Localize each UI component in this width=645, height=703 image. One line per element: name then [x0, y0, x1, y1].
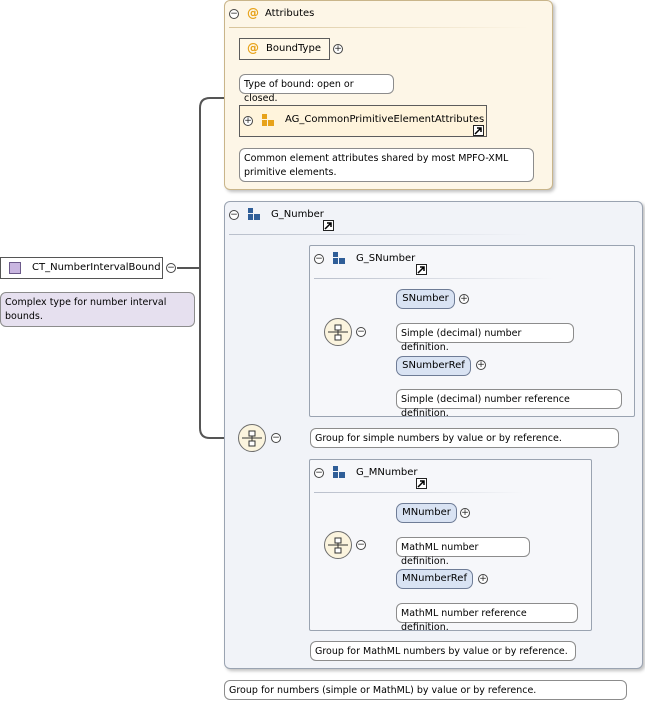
jump-arrow-icon[interactable] — [416, 478, 427, 489]
collapse-icon[interactable]: − — [314, 468, 324, 478]
element-doc: MathML number definition. — [396, 537, 530, 567]
attribute-boundtype[interactable]: @ BoundType — [239, 38, 330, 60]
expand-plus-icon[interactable]: + — [478, 574, 488, 584]
group-title: G_SNumber — [356, 253, 416, 264]
jump-arrow-icon[interactable] — [323, 220, 334, 231]
collapse-icon[interactable]: − — [314, 254, 324, 264]
attribute-name: BoundType — [266, 43, 321, 54]
element-doc: Simple (decimal) number definition. — [396, 323, 574, 353]
divider — [229, 27, 529, 28]
at-sign-icon: @ — [247, 41, 259, 55]
group-title: G_Number — [271, 209, 324, 220]
attributes-title: Attributes — [265, 8, 315, 19]
expand-plus-icon[interactable]: + — [333, 44, 343, 54]
divider — [314, 492, 524, 493]
attribute-doc: Type of bound: open or closed. — [239, 74, 394, 104]
group-doc: Group for simple numbers by value or by … — [310, 428, 619, 448]
group-icon — [333, 466, 346, 479]
collapse-icon[interactable]: − — [271, 433, 281, 443]
complex-type-doc: Complex type for number interval bounds. — [0, 292, 195, 327]
expand-plus-icon[interactable]: + — [476, 360, 486, 370]
attribute-group-icon — [262, 114, 275, 127]
group-doc: Group for MathML numbers by value or by … — [310, 641, 576, 661]
group-icon — [248, 208, 261, 221]
sequence-compositor-icon[interactable] — [238, 424, 266, 452]
attribute-group-name: AG_CommonPrimitiveElementAttributes — [285, 114, 485, 125]
element-snumber[interactable]: SNumber — [396, 289, 455, 309]
collapse-icon[interactable]: − — [356, 540, 366, 550]
sequence-compositor-icon[interactable] — [324, 318, 352, 346]
divider — [229, 234, 529, 235]
collapse-icon[interactable]: − — [356, 327, 366, 337]
complex-type-node[interactable]: CT_NumberIntervalBound — [0, 257, 163, 279]
collapse-icon[interactable]: − — [229, 9, 239, 19]
complex-type-icon — [9, 262, 21, 274]
at-sign-icon: @ — [247, 6, 259, 20]
expand-plus-icon[interactable]: + — [459, 294, 469, 304]
expand-plus-icon[interactable]: + — [243, 116, 253, 126]
element-doc: Simple (decimal) number reference defini… — [396, 389, 622, 419]
element-mnumber[interactable]: MNumber — [396, 503, 457, 523]
complex-type-name: CT_NumberIntervalBound — [32, 262, 161, 273]
group-title: G_MNumber — [356, 467, 418, 478]
divider — [314, 278, 554, 279]
jump-arrow-icon[interactable] — [473, 125, 484, 136]
collapse-icon[interactable]: − — [229, 210, 239, 220]
element-snumberref[interactable]: SNumberRef — [396, 356, 471, 376]
element-mnumberref[interactable]: MNumberRef — [396, 569, 473, 589]
attribute-group-node[interactable]: + AG_CommonPrimitiveElementAttributes — [239, 105, 487, 137]
group-icon — [333, 252, 346, 265]
sequence-compositor-icon[interactable] — [324, 531, 352, 559]
collapse-icon[interactable]: − — [166, 263, 176, 273]
group-doc: Group for numbers (simple or MathML) by … — [224, 680, 627, 700]
element-doc: MathML number reference definition. — [396, 603, 578, 633]
expand-plus-icon[interactable]: + — [460, 508, 470, 518]
attribute-group-doc: Common element attributes shared by most… — [239, 148, 534, 182]
jump-arrow-icon[interactable] — [416, 264, 427, 275]
